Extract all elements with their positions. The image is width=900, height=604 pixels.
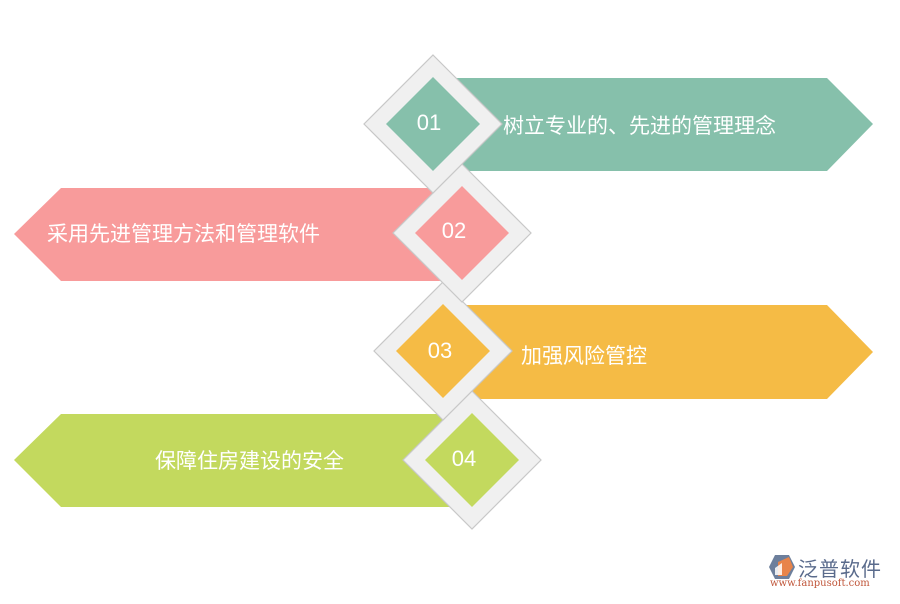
step-3-label: 加强风险管控 (521, 344, 647, 368)
step-3-arrow (443, 305, 873, 399)
step-2-label: 采用先进管理方法和管理软件 (47, 222, 320, 246)
hexagon-logo-icon (769, 555, 795, 579)
step-1-number: 01 (416, 110, 442, 135)
step-2-number: 02 (441, 218, 467, 243)
step-2-diamond (392, 163, 532, 303)
step-3-diamond (373, 281, 513, 421)
step-1-diamond (363, 54, 503, 194)
logo-name: 泛普软件 (798, 557, 882, 581)
step-4-number: 04 (451, 446, 477, 471)
step-4-diamond (402, 390, 542, 530)
step-2-arrow (14, 188, 462, 281)
step-1-label: 树立专业的、先进的管理理念 (503, 114, 776, 138)
step-3-number: 03 (427, 338, 453, 363)
step-1-arrow (433, 78, 873, 171)
logo-url: www.fanpusoft.com (770, 578, 870, 589)
brand-logo: 泛普软件 www.fanpusoft.com (768, 552, 894, 592)
step-4-label: 保障住房建设的安全 (155, 449, 344, 473)
step-4-arrow (14, 414, 472, 507)
